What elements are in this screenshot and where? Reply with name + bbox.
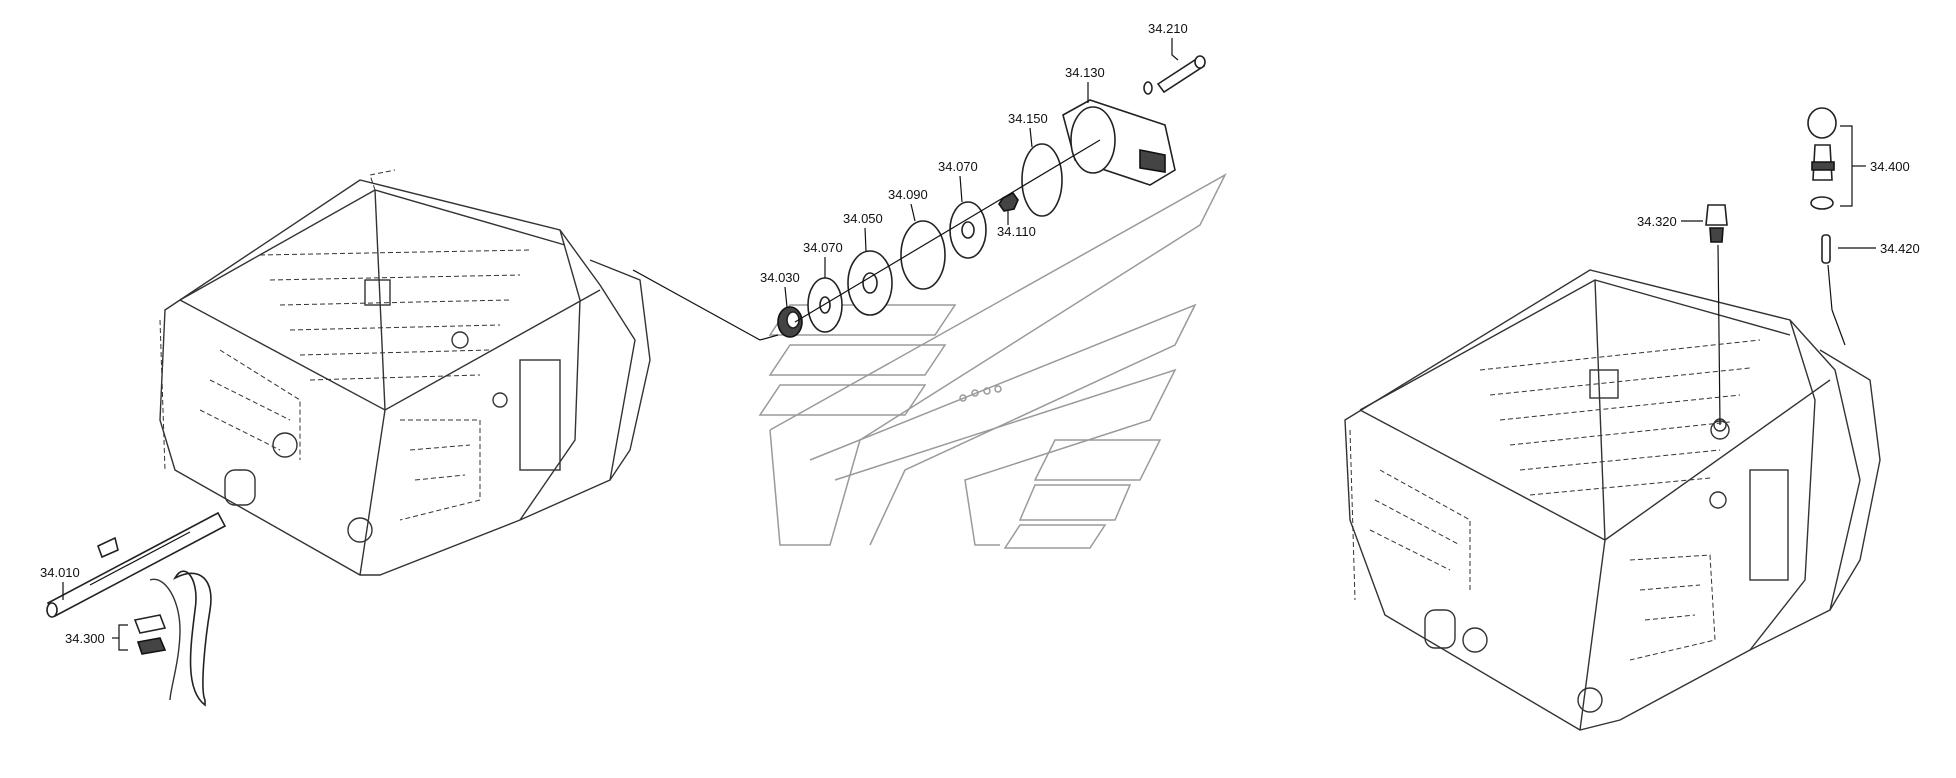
part-34010-shift-rod (46, 511, 227, 618)
callout-34010: 34.010 (40, 565, 80, 600)
gearbox-housing-right (1344, 269, 1881, 731)
label-34400: 34.400 (1870, 159, 1910, 174)
label-34210: 34.210 (1148, 21, 1188, 36)
label-34110: 34.110 (997, 224, 1036, 239)
callout-34090: 34.090 (888, 187, 928, 222)
watermark-logo (758, 173, 1227, 549)
label-34050: 34.050 (843, 211, 883, 226)
callout-34150: 34.150 (1008, 111, 1048, 148)
gearbox-housing-left (159, 169, 651, 576)
callout-34110: 34.110 (997, 211, 1036, 239)
part-34320-switch (1705, 204, 1728, 426)
part-34420-pin (1821, 234, 1846, 346)
label-34420: 34.420 (1880, 241, 1920, 256)
label-34070-bottom: 34.070 (803, 240, 843, 255)
label-34030: 34.030 (760, 270, 800, 285)
callout-34320: 34.320 (1637, 214, 1703, 229)
callout-34400: 34.400 (1840, 125, 1910, 207)
label-34010: 34.010 (40, 565, 80, 580)
label-34090: 34.090 (888, 187, 928, 202)
callout-34130: 34.130 (1065, 65, 1105, 103)
label-34070-top: 34.070 (938, 159, 978, 174)
callout-34420: 34.420 (1838, 241, 1920, 256)
label-34300: 34.300 (65, 631, 105, 646)
callout-34050: 34.050 (843, 211, 883, 252)
callout-34070-top: 34.070 (938, 159, 978, 203)
callout-34210: 34.210 (1148, 21, 1188, 61)
callout-34300: 34.300 (65, 624, 128, 651)
label-34150: 34.150 (1008, 111, 1048, 126)
part-34400-assembly (1807, 107, 1837, 210)
part-34300-pads (133, 614, 167, 655)
callout-34030: 34.030 (760, 270, 800, 308)
exploded-actuator-parts (632, 55, 1206, 341)
label-34130: 34.130 (1065, 65, 1105, 80)
shift-fork (149, 570, 212, 707)
callout-34070-bottom: 34.070 (803, 240, 843, 278)
label-34320: 34.320 (1637, 214, 1677, 229)
